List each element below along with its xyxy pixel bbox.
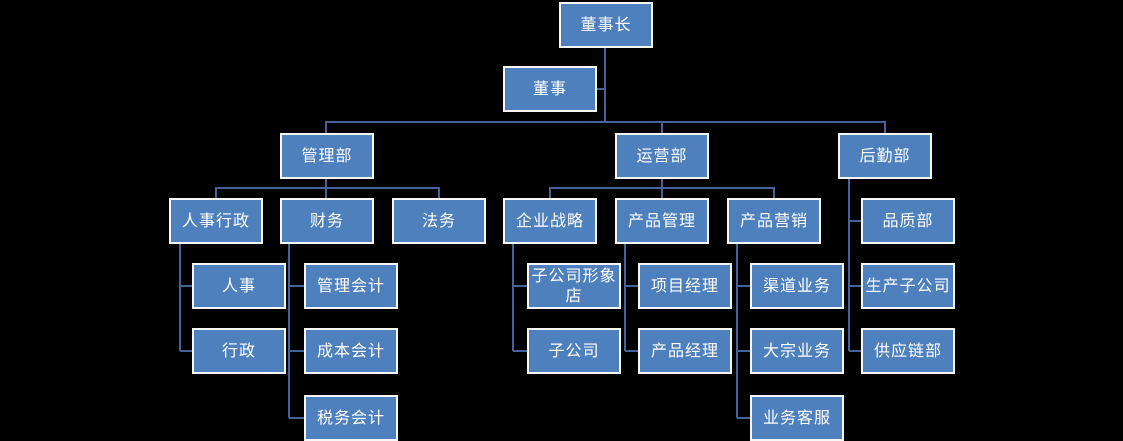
node-product-manager[interactable]: 产品经理 bbox=[638, 328, 732, 374]
node-admin[interactable]: 行政 bbox=[192, 328, 286, 374]
connector-departments-bus bbox=[325, 121, 886, 133]
node-tax-accounting-label: 税务会计 bbox=[316, 408, 385, 427]
node-supply-chain-dept[interactable]: 供应链部 bbox=[861, 328, 955, 374]
node-quality-dept[interactable]: 品质部 bbox=[861, 198, 955, 244]
node-corp-strategy[interactable]: 企业战略 bbox=[503, 198, 597, 244]
node-finance[interactable]: 财务 bbox=[280, 198, 374, 244]
node-project-manager[interactable]: 项目经理 bbox=[638, 263, 732, 309]
connector-strategy-children bbox=[512, 244, 527, 352]
node-product-marketing-label: 产品营销 bbox=[739, 211, 808, 230]
node-quality-dept-label: 品质部 bbox=[882, 211, 934, 230]
connector-finance-children bbox=[288, 244, 304, 419]
node-legal-label: 法务 bbox=[421, 211, 456, 230]
node-project-manager-label: 项目经理 bbox=[650, 276, 719, 295]
node-product-manager-label: 产品经理 bbox=[650, 341, 719, 360]
node-product-mgmt[interactable]: 产品管理 bbox=[615, 198, 709, 244]
node-subsidiary-label: 子公司 bbox=[548, 341, 600, 360]
node-business-service[interactable]: 业务客服 bbox=[750, 395, 844, 441]
node-chairman-label: 董事长 bbox=[580, 15, 632, 34]
node-corp-strategy-label: 企业战略 bbox=[515, 211, 584, 230]
connector-marketing-children bbox=[736, 244, 750, 419]
node-product-marketing[interactable]: 产品营销 bbox=[727, 198, 821, 244]
node-tax-accounting[interactable]: 税务会计 bbox=[304, 395, 398, 441]
connector-logistics-children bbox=[848, 179, 861, 352]
node-mgmt-accounting-label: 管理会计 bbox=[316, 276, 385, 295]
node-production-subsidiary-label: 生产子公司 bbox=[865, 276, 951, 295]
node-cost-accounting-label: 成本会计 bbox=[316, 341, 385, 360]
node-director-label: 董事 bbox=[532, 79, 567, 98]
node-operations-dept-label: 运营部 bbox=[636, 146, 688, 165]
node-hr[interactable]: 人事 bbox=[192, 263, 286, 309]
node-management-dept-label: 管理部 bbox=[301, 146, 353, 165]
node-logistics-dept[interactable]: 后勤部 bbox=[838, 133, 932, 179]
node-production-subsidiary[interactable]: 生产子公司 bbox=[861, 263, 955, 309]
node-cost-accounting[interactable]: 成本会计 bbox=[304, 328, 398, 374]
connector-management-children bbox=[215, 179, 440, 198]
node-logistics-dept-label: 后勤部 bbox=[859, 146, 911, 165]
node-operations-dept[interactable]: 运营部 bbox=[615, 133, 709, 179]
node-chairman[interactable]: 董事长 bbox=[559, 2, 653, 48]
connector-product-mgmt-children bbox=[624, 244, 638, 352]
node-channel-business[interactable]: 渠道业务 bbox=[750, 263, 844, 309]
node-business-service-label: 业务客服 bbox=[762, 408, 831, 427]
node-product-mgmt-label: 产品管理 bbox=[627, 211, 696, 230]
node-finance-label: 财务 bbox=[309, 211, 344, 230]
connector-hr-admin-children bbox=[179, 244, 192, 352]
node-subsidiary-image-store-label: 子公司形象店 bbox=[531, 266, 617, 305]
node-subsidiary-image-store[interactable]: 子公司形象店 bbox=[527, 263, 621, 309]
node-supply-chain-dept-label: 供应链部 bbox=[873, 341, 942, 360]
node-bulk-business[interactable]: 大宗业务 bbox=[750, 328, 844, 374]
node-bulk-business-label: 大宗业务 bbox=[762, 341, 831, 360]
node-legal[interactable]: 法务 bbox=[392, 198, 486, 244]
node-director[interactable]: 董事 bbox=[503, 66, 597, 112]
node-hr-admin-label: 人事行政 bbox=[181, 211, 250, 230]
node-subsidiary[interactable]: 子公司 bbox=[527, 328, 621, 374]
node-hr-admin[interactable]: 人事行政 bbox=[169, 198, 263, 244]
node-mgmt-accounting[interactable]: 管理会计 bbox=[304, 263, 398, 309]
node-channel-business-label: 渠道业务 bbox=[762, 276, 831, 295]
node-admin-label: 行政 bbox=[221, 341, 256, 360]
connector-operations-children bbox=[549, 179, 775, 198]
node-management-dept[interactable]: 管理部 bbox=[280, 133, 374, 179]
node-hr-label: 人事 bbox=[221, 276, 256, 295]
